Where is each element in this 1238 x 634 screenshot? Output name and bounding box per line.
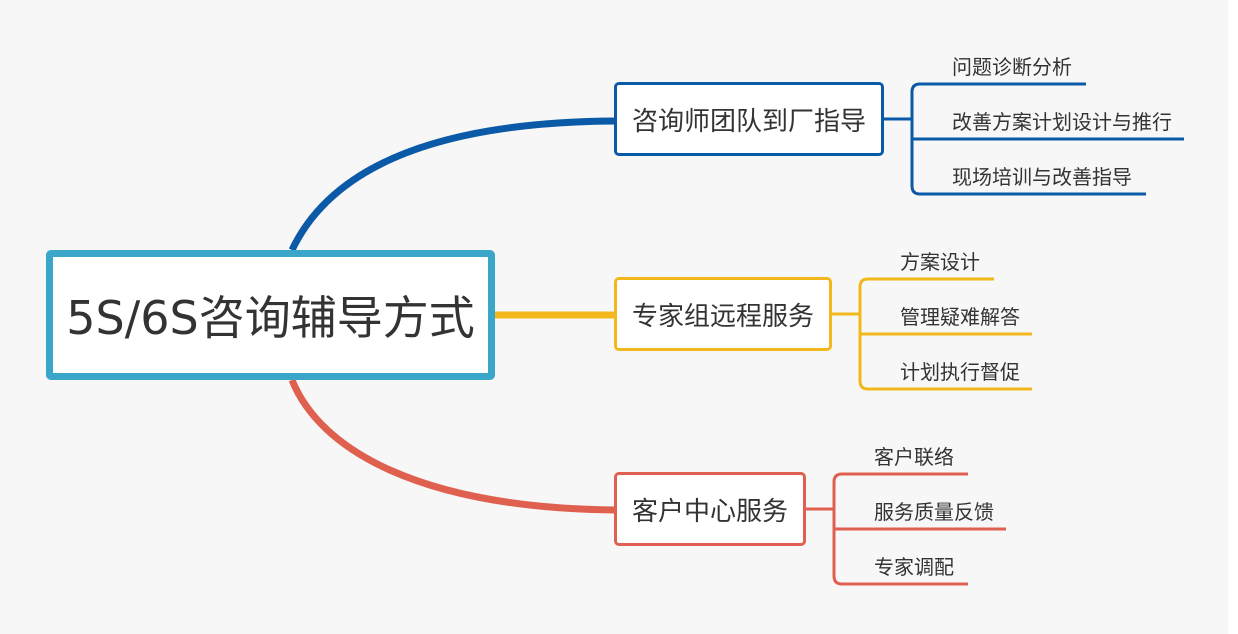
leaf-bracket-branch-1 (884, 82, 1184, 196)
subtopic-2-2[interactable]: 管理疑难解答 (900, 305, 1020, 329)
page-edge (1228, 0, 1238, 634)
subtopic-2-1[interactable]: 方案设计 (900, 250, 980, 274)
subtopic-1-2[interactable]: 改善方案计划设计与推行 (952, 110, 1172, 134)
subtopic-1-1[interactable]: 问题诊断分析 (952, 55, 1072, 79)
branch-topic-2[interactable]: 专家组远程服务 (614, 277, 832, 351)
connector-branch-3 (288, 378, 617, 514)
branch-topic-3[interactable]: 客户中心服务 (614, 472, 806, 546)
leaf-bracket-branch-3 (806, 472, 1006, 586)
connector-branch-1 (288, 117, 617, 252)
subtopic-3-2[interactable]: 服务质量反馈 (874, 500, 994, 524)
leaf-bracket-branch-2 (832, 277, 1032, 391)
subtopic-2-3[interactable]: 计划执行督促 (900, 360, 1020, 384)
central-topic[interactable]: 5S/6S咨询辅导方式 (46, 250, 495, 380)
branch-topic-1[interactable]: 咨询师团队到厂指导 (614, 82, 884, 156)
subtopic-3-1[interactable]: 客户联络 (874, 445, 954, 469)
subtopic-3-3[interactable]: 专家调配 (874, 555, 954, 579)
subtopic-1-3[interactable]: 现场培训与改善指导 (952, 165, 1132, 189)
